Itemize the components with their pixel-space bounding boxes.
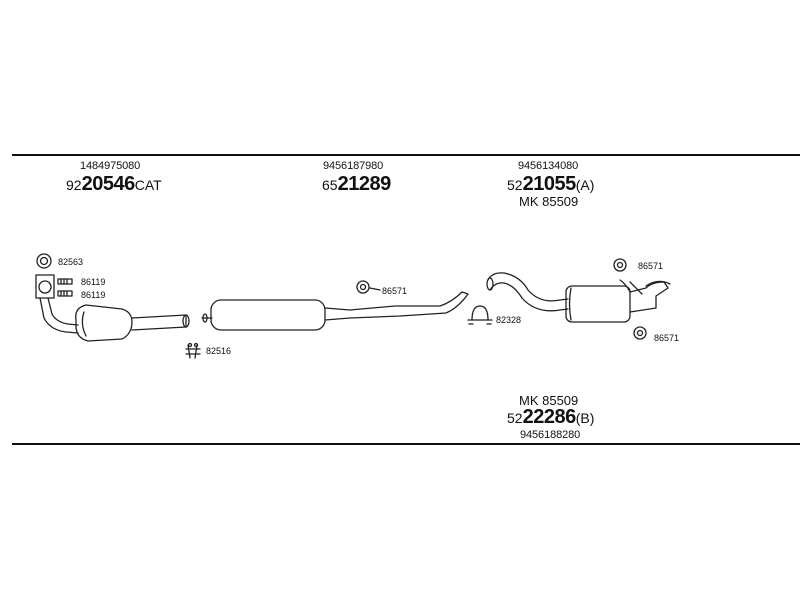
rear-a-oem-number: 9456134080 [518, 160, 579, 172]
front-bolt-icon-2 [57, 290, 73, 297]
label-gasket-front: 82563 [58, 257, 84, 267]
clamp-rear-icon [467, 305, 493, 325]
label-clamp-front: 82516 [206, 346, 232, 356]
front-oem-number: 1484975080 [80, 160, 141, 172]
front-article-prefix: 92 [66, 177, 82, 193]
middle-silencer-icon [201, 291, 469, 331]
label-hanger-center: 86571 [382, 286, 408, 296]
top-divider [12, 154, 800, 156]
rear-silencer-icon [486, 272, 671, 323]
label-bolt-front-2: 86119 [81, 290, 106, 300]
hanger-center-icon [356, 280, 381, 294]
front-article-main: 20546 [81, 173, 136, 195]
label-bolt-front-1: 86119 [81, 277, 106, 287]
rear-a-article-suffix: (A) [575, 177, 595, 193]
rear-a-article-number: 5221055(A) [507, 173, 594, 196]
bottom-divider [12, 443, 800, 445]
rear-b-article-suffix: (B) [575, 410, 595, 426]
front-article-number: 9220546CAT [66, 173, 162, 196]
rear-a-mounting-kit: MK 85509 [519, 194, 579, 209]
front-article-suffix: CAT [134, 177, 162, 193]
hanger-rear-bottom-icon [633, 326, 647, 340]
center-oem-number: 9456187980 [323, 160, 384, 172]
rear-a-article-main: 21055 [522, 173, 577, 195]
rear-b-mounting-kit: MK 85509 [519, 393, 579, 408]
rear-b-article-prefix: 52 [507, 410, 523, 426]
center-article-number: 6521289 [322, 173, 391, 196]
label-clamp-rear: 82328 [496, 315, 522, 325]
rear-b-article-number: 5222286(B) [507, 406, 594, 429]
label-hanger-rear-bottom: 86571 [654, 333, 680, 343]
catalytic-converter-icon [35, 274, 190, 342]
hanger-rear-top-icon [613, 258, 627, 272]
gasket-ring-icon [36, 253, 52, 269]
front-bolt-icon-1 [57, 278, 73, 285]
rear-b-article-main: 22286 [522, 406, 577, 428]
label-hanger-rear-top: 86571 [638, 261, 664, 271]
rear-b-oem-number: 9456188280 [520, 429, 581, 441]
center-article-prefix: 65 [322, 177, 338, 193]
center-article-main: 21289 [337, 173, 392, 195]
clamp-front-icon [185, 342, 201, 359]
rear-a-article-prefix: 52 [507, 177, 523, 193]
